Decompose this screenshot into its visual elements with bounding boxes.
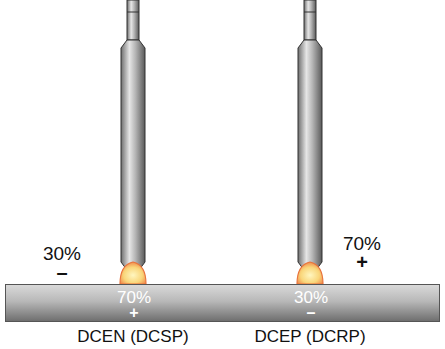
- polarity-caption: DCEN (DCSP): [77, 327, 188, 347]
- polarity-caption: DCEP (DCRP): [254, 327, 365, 347]
- right-electrode: [297, 0, 323, 284]
- polarity-sign: –: [56, 262, 67, 282]
- base-plate: 70% 30% + –: [5, 284, 440, 322]
- left-electrode: [120, 0, 146, 284]
- heat-percent: 30%: [294, 289, 328, 306]
- heat-percent: 70%: [343, 234, 381, 254]
- polarity-sign: +: [129, 306, 138, 320]
- heat-percent: 70%: [117, 289, 151, 306]
- polarity-sign: –: [307, 306, 316, 320]
- heat-percent: 30%: [43, 244, 81, 264]
- polarity-sign: +: [356, 252, 368, 272]
